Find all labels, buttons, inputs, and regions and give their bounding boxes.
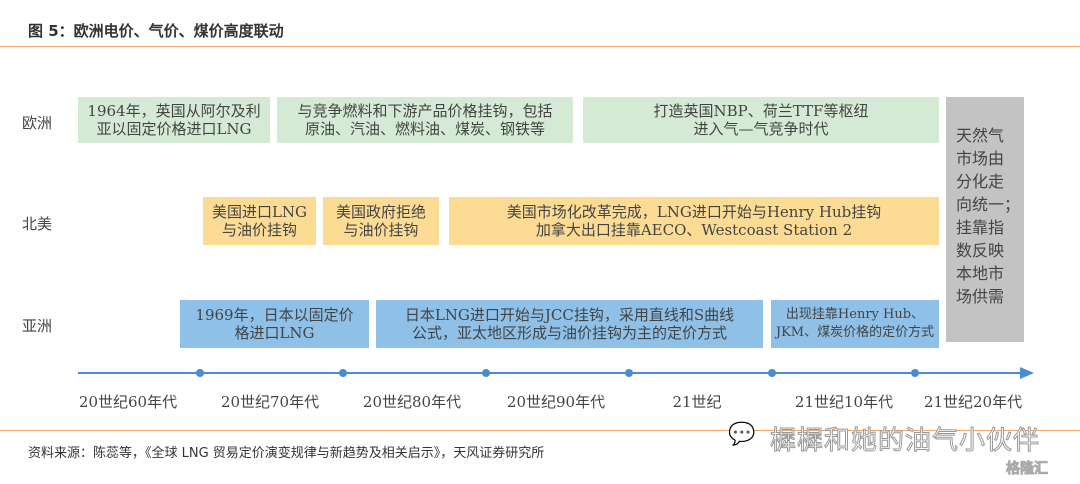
row-label-asia: 亚洲 [22, 317, 53, 335]
source-note: 资料来源：陈蕊等，《全球 LNG 贸易定价演变规律与新趋势及相关启示》，天风证券… [28, 446, 545, 461]
europe-box-3: 打造英国NBP、荷兰TTF等枢纽 进入气—气竞争时代 [583, 97, 939, 143]
asia-box-1: 1969年，日本以固定价 格进口LNG [180, 300, 369, 348]
watermark: 樨樨和她的油气小伙伴 [769, 426, 1041, 457]
asia-box-2: 日本LNG进口开始与JCC挂钩，采用直线和S曲线 公式，亚太地区形成与油价挂钩为… [376, 300, 763, 348]
timeline-label: 21世纪 [672, 393, 722, 411]
timeline-axis [78, 372, 1023, 374]
timeline-label: 20世纪90年代 [506, 393, 606, 411]
timeline-dot [196, 369, 204, 377]
timeline-dot [911, 369, 919, 377]
row-label-europe: 欧洲 [22, 114, 53, 132]
wechat-icon: 💬 [728, 422, 756, 447]
timeline-label: 20世纪60年代 [78, 393, 178, 411]
timeline-dot [768, 369, 776, 377]
footer-divider [0, 430, 1080, 431]
timeline-arrow-icon [1020, 367, 1034, 379]
europe-box-1: 1964年，英国从阿尔及利 亚以固定价格进口LNG [78, 97, 270, 143]
timeline-label: 20世纪70年代 [220, 393, 320, 411]
na-box-3: 美国市场化改革完成，LNG进口开始与Henry Hub挂钩 加拿大出口挂靠AEC… [449, 197, 939, 245]
timeline-label: 21世纪10年代 [794, 393, 894, 411]
timeline-dot [625, 369, 633, 377]
na-box-1: 美国进口LNG 与油价挂钩 [203, 197, 316, 245]
summary-box: 天然气 市场由 分化走 向统一； 挂靠指 数反映 本地市 场供需 [946, 97, 1024, 342]
na-box-2: 美国政府拒绝 与油价挂钩 [323, 197, 439, 245]
timeline-dot [339, 369, 347, 377]
asia-box-3: 出现挂靠Henry Hub、 JKM、煤炭价格的定价方式 [771, 300, 939, 348]
row-label-north-america: 北美 [22, 215, 53, 233]
europe-box-2: 与竞争燃料和下游产品价格挂钩，包括 原油、汽油、燃料油、煤炭、钢铁等 [277, 97, 573, 143]
timeline-dot [482, 369, 490, 377]
logo-watermark: 格隆汇 [1006, 461, 1049, 478]
timeline-label: 20世纪80年代 [362, 393, 462, 411]
title-divider [0, 46, 1080, 47]
timeline-label: 21世纪20年代 [923, 393, 1023, 411]
figure-title: 图 5：欧洲电价、气价、煤价高度联动 [28, 22, 284, 40]
